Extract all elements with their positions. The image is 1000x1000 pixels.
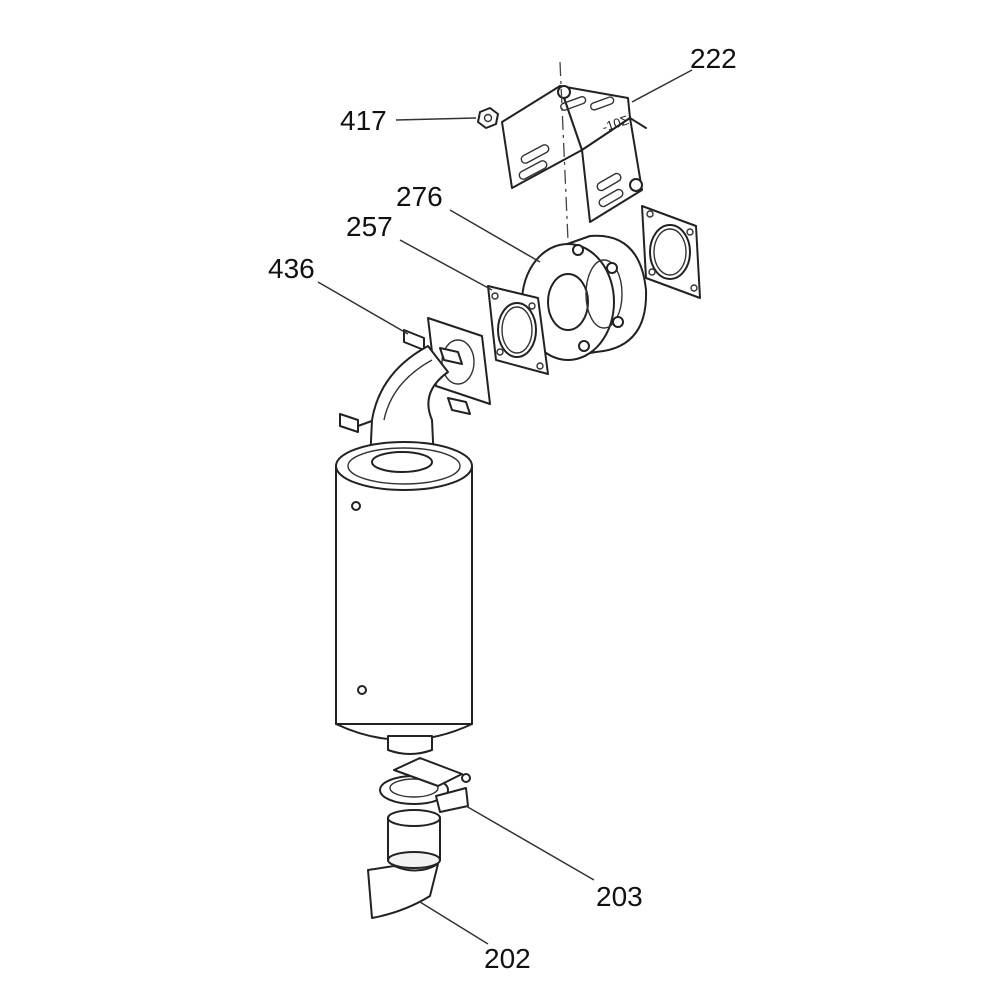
part-gasket-right: [641, 205, 701, 299]
callout-257: 257: [346, 211, 393, 242]
part-222-heat-shield: -10Σ: [501, 85, 647, 223]
part-257-gasket: [487, 285, 549, 375]
elbow-pipe: [369, 345, 449, 463]
callout-417: 417: [340, 105, 387, 136]
leader-417: [395, 117, 477, 121]
leader-202: [419, 901, 489, 945]
part-436-flange-studs: [339, 317, 491, 433]
part-202-tail-pipe: [367, 809, 441, 919]
part-417-nut: [477, 107, 499, 129]
callout-276: 276: [396, 181, 443, 212]
leader-lines: [317, 69, 693, 945]
part-276-coupling: [521, 234, 648, 361]
callout-222: 222: [690, 43, 737, 74]
callout-436: 436: [268, 253, 315, 284]
muffler-body: [335, 441, 473, 755]
callout-202: 202: [484, 943, 531, 974]
callout-labels: 222 417 276 257 436 203 202: [268, 43, 737, 974]
part-203-clamp: [379, 757, 471, 813]
leader-222: [631, 69, 693, 103]
callout-203: 203: [596, 881, 643, 912]
leader-276: [449, 209, 541, 263]
leader-203: [465, 805, 595, 881]
leader-257: [399, 239, 493, 291]
leader-436: [317, 281, 409, 335]
